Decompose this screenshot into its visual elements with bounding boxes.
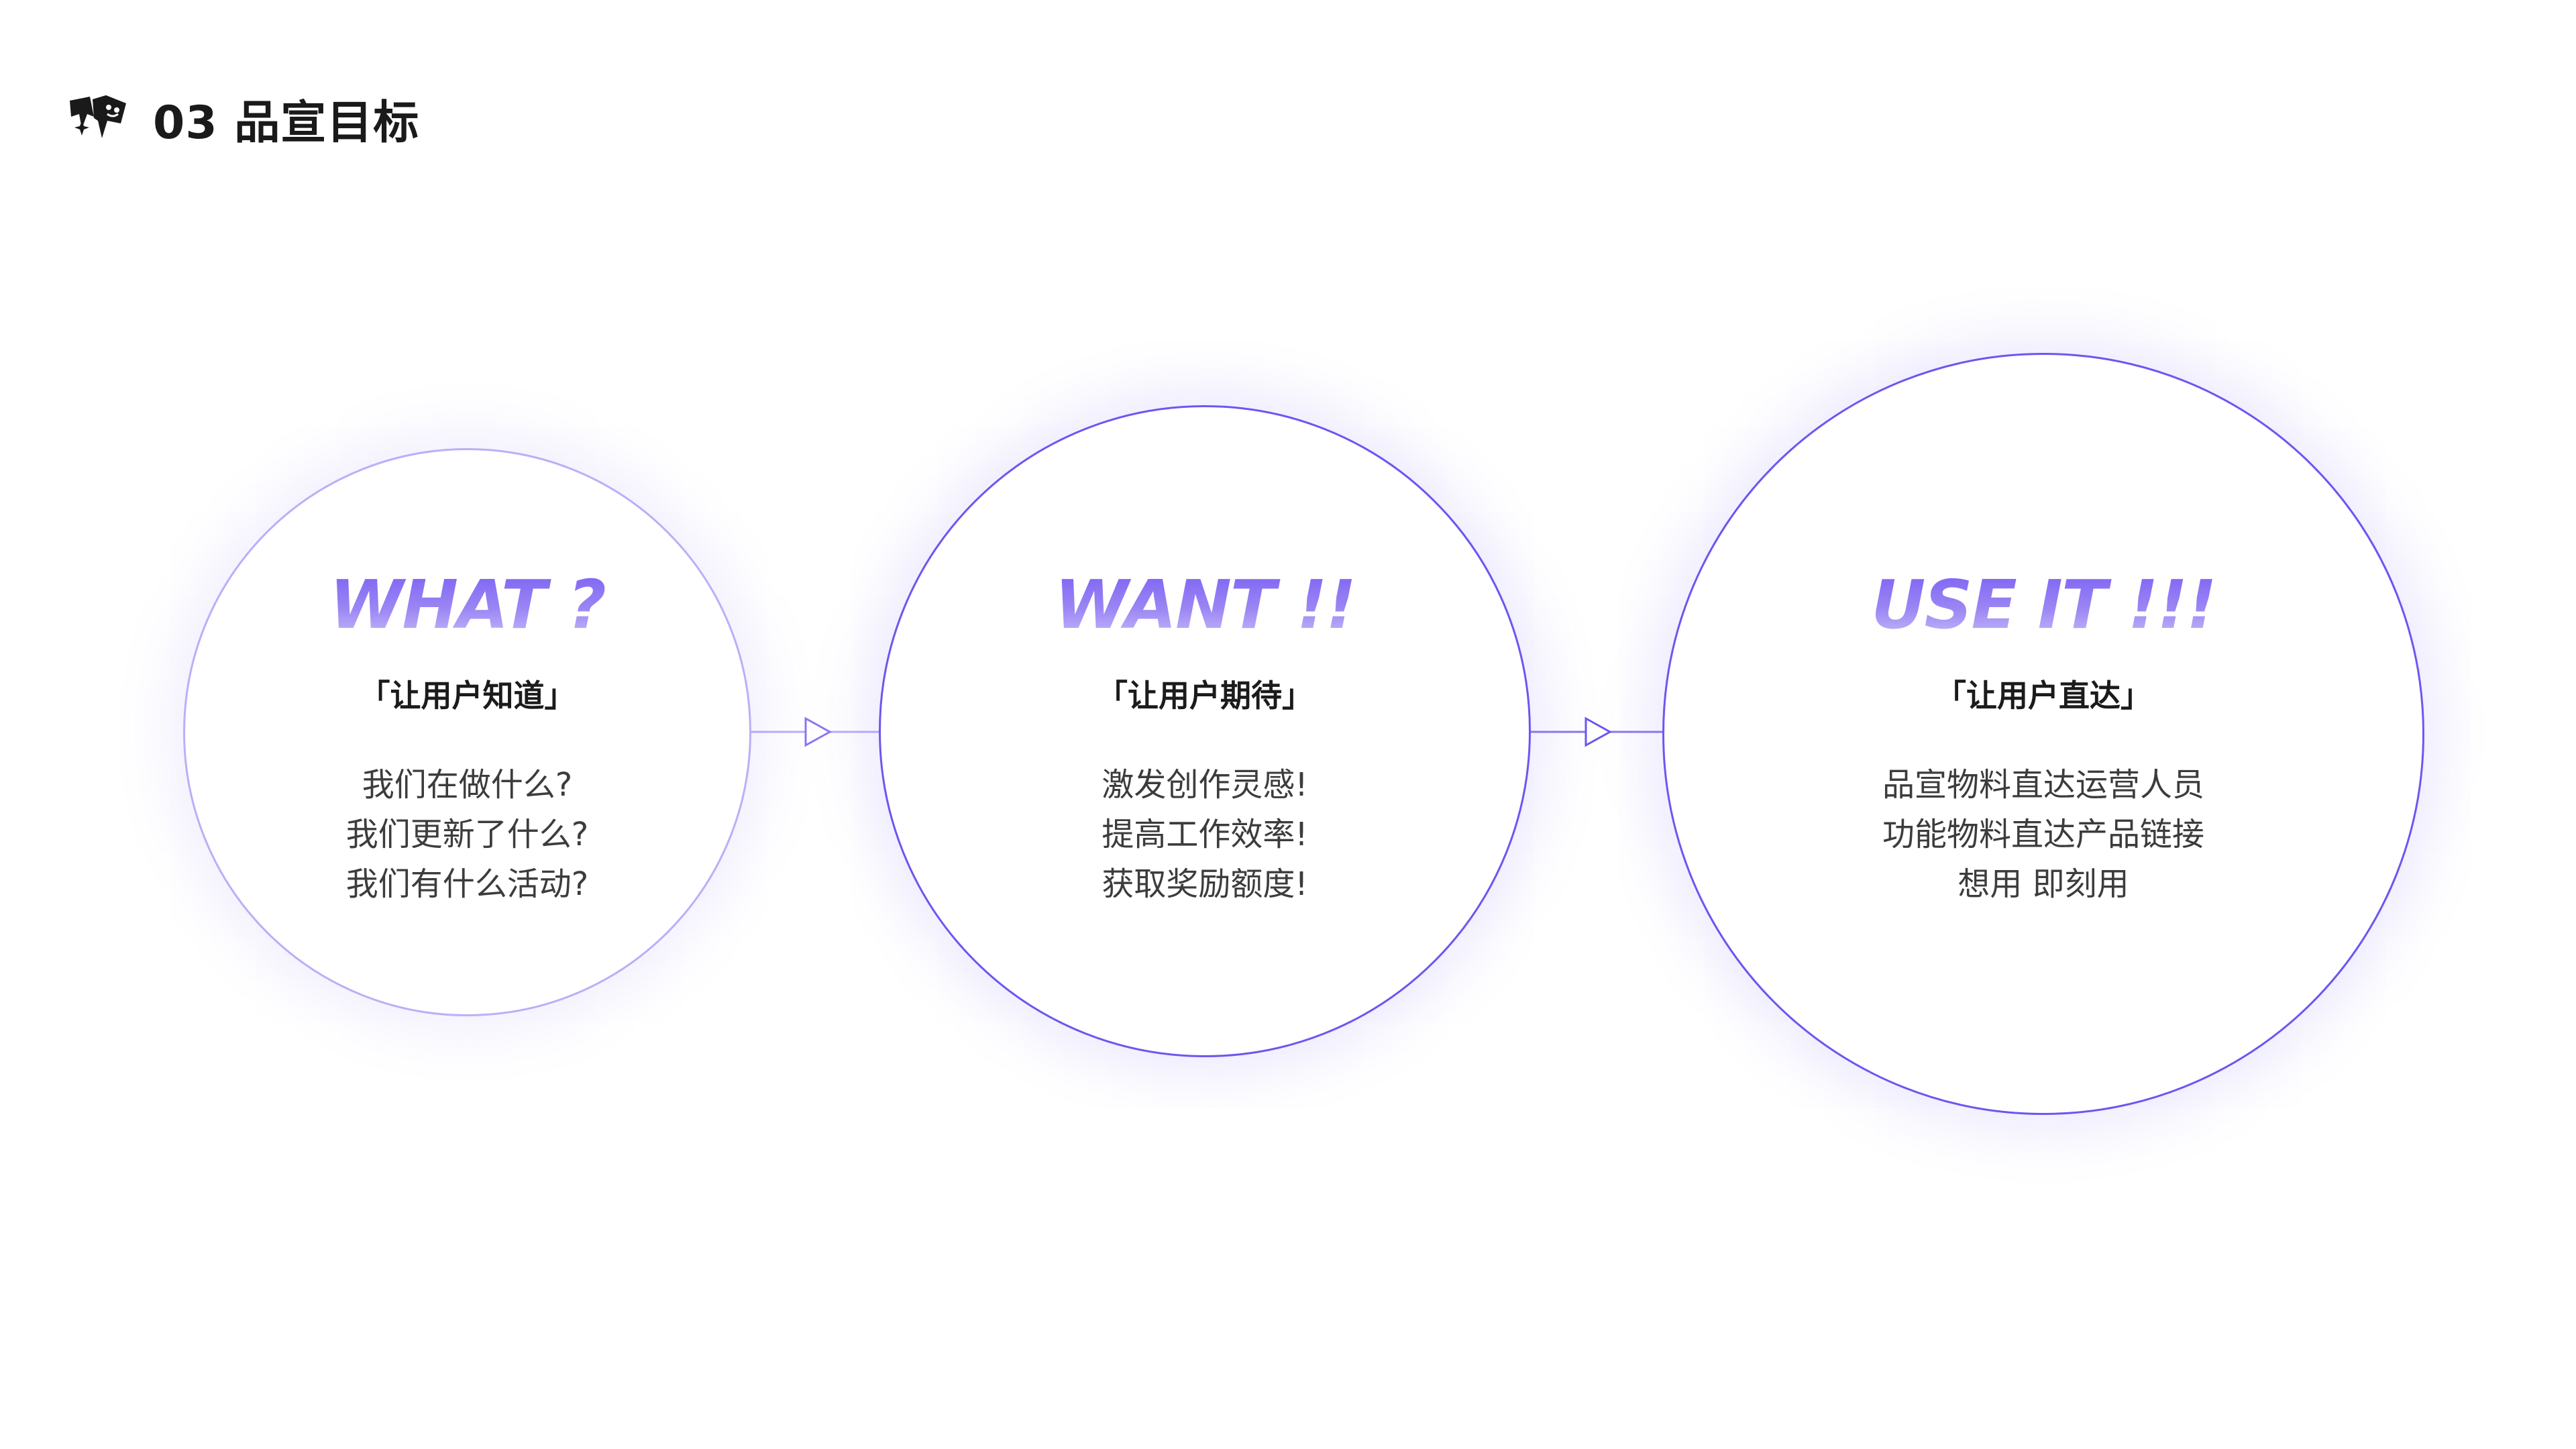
circle-subheading: 「让用户知道」: [359, 678, 576, 714]
circle-description: 品宣物料直达运营人员 功能物料直达产品链接 想用 即刻用: [1664, 760, 2422, 909]
description-line: 获取奖励额度!: [1102, 865, 1308, 903]
goal-circle-use-it: USE IT !!! 「让用户直达」 品宣物料直达运营人员 功能物料直达产品链接…: [1662, 353, 2424, 1115]
description-line: 我们有什么活动?: [345, 865, 589, 903]
description-line: 想用 即刻用: [1957, 865, 2129, 903]
connector-2: [1531, 716, 1662, 747]
circle-heading: WHAT ?: [185, 566, 749, 644]
description-line: 功能物料直达产品链接: [1882, 816, 2204, 853]
description-line: 激发创作灵感!: [1102, 766, 1308, 804]
circle-heading: WANT !!: [881, 566, 1529, 644]
circle-description: 激发创作灵感! 提高工作效率! 获取奖励额度!: [881, 760, 1529, 909]
page-title: 03 品宣目标: [153, 96, 420, 150]
circle-heading: USE IT !!!: [1664, 566, 2422, 644]
goal-circle-want: WANT !! 「让用户期待」 激发创作灵感! 提高工作效率! 获取奖励额度!: [879, 405, 1531, 1057]
goal-circle-what: WHAT ? 「让用户知道」 我们在做什么? 我们更新了什么? 我们有什么活动?: [183, 448, 751, 1016]
description-line: 提高工作效率!: [1102, 816, 1308, 853]
description-line: 我们更新了什么?: [345, 816, 589, 853]
arrow-right-icon: [1585, 716, 1613, 747]
description-line: 品宣物料直达运营人员: [1882, 766, 2204, 804]
circle-subheading: 「让用户直达」: [1935, 678, 2151, 714]
description-line: 我们在做什么?: [362, 766, 573, 804]
circle-description: 我们在做什么? 我们更新了什么? 我们有什么活动?: [185, 760, 749, 909]
arrow-right-icon: [804, 716, 833, 747]
page-header: 03 品宣目标: [67, 89, 419, 150]
connector-1: [751, 716, 879, 747]
brand-logo-icon: [70, 95, 126, 138]
circle-subheading: 「让用户期待」: [1097, 678, 1313, 714]
